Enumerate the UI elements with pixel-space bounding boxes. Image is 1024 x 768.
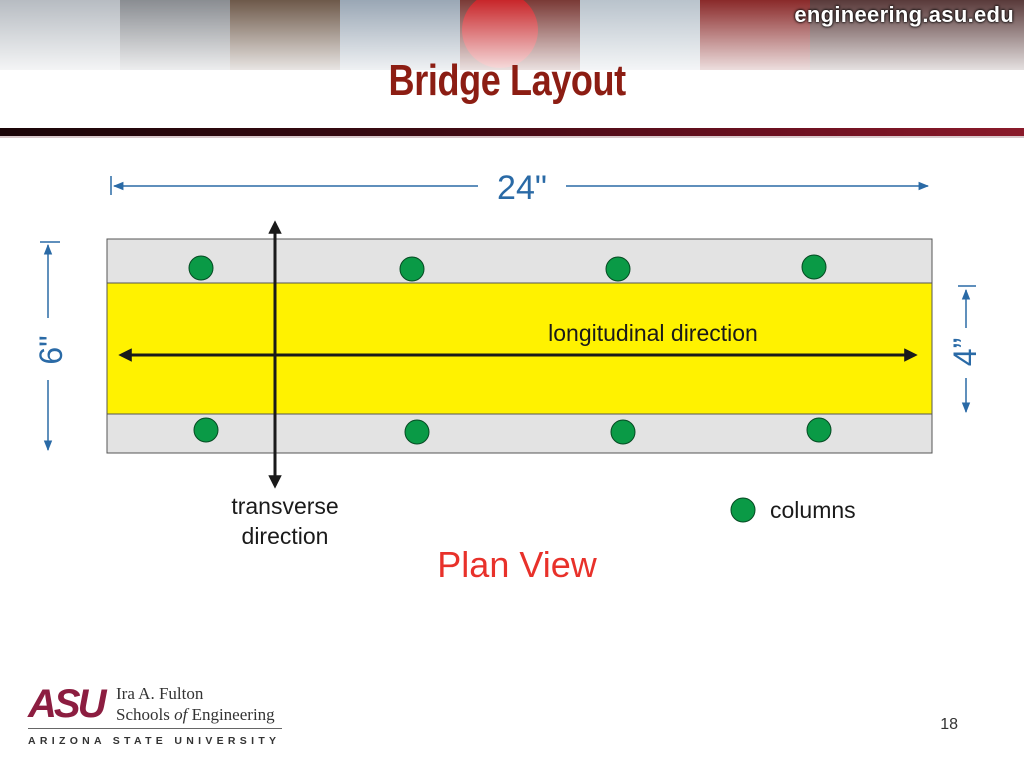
column-marker [188, 255, 214, 281]
school-name-of: of [174, 705, 188, 724]
asu-logo: ASU [28, 682, 106, 726]
column-marker [404, 419, 430, 445]
column-marker [193, 417, 219, 443]
transverse-label-line1: transverse [231, 493, 338, 519]
school-name-part: Engineering [187, 705, 275, 724]
width-dimension-label: 6" [33, 335, 69, 364]
logo-divider [28, 728, 282, 729]
school-name-line2: Schools of Engineering [116, 705, 275, 725]
transverse-label-line2: direction [242, 523, 329, 549]
school-name-line1: Ira A. Fulton [116, 684, 204, 703]
page-number: 18 [940, 716, 958, 733]
page-title: Bridge Layout [388, 56, 627, 105]
header-divider-line [0, 136, 1024, 138]
column-marker [801, 254, 827, 280]
longitudinal-label: longitudinal direction [548, 320, 758, 346]
column-marker [605, 256, 631, 282]
header-divider-bar [0, 128, 1024, 136]
legend-column-icon [730, 497, 756, 523]
header-banner [0, 0, 1024, 128]
length-dimension-label: 24" [497, 169, 547, 207]
bridge-deck [106, 282, 933, 415]
school-name-part: Schools [116, 705, 175, 724]
column-marker [806, 417, 832, 443]
legend-columns-label: columns [770, 497, 856, 523]
university-name: ARIZONA STATE UNIVERSITY [28, 735, 281, 747]
plan-view-caption: Plan View [437, 544, 597, 585]
site-url: engineering.asu.edu [794, 2, 1014, 27]
column-marker [399, 256, 425, 282]
deck-dimension-label: 4” [947, 338, 983, 366]
column-marker [610, 419, 636, 445]
